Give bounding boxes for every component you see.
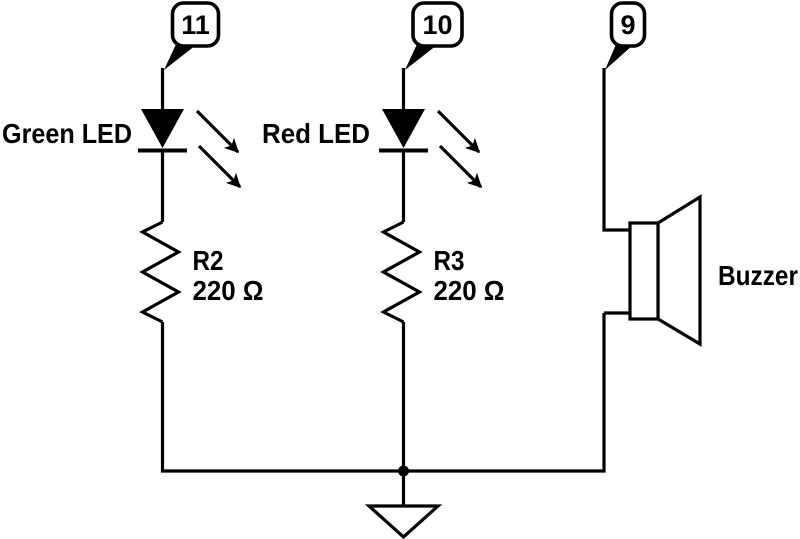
resistor-r2-name-label: R2 xyxy=(193,245,224,276)
ground-symbol xyxy=(364,471,443,539)
wire-ground-rail xyxy=(160,313,606,473)
pin-9-callout-box xyxy=(609,1,647,48)
pin-9-callout: 9 xyxy=(605,1,647,70)
pin-9-label: 9 xyxy=(620,10,635,40)
pin-11-callout: 11 xyxy=(164,1,221,70)
buzzer-label: Buzzer xyxy=(718,260,798,291)
buzzer-cone xyxy=(656,194,702,347)
ground-triangle xyxy=(364,504,443,539)
resistor-r3-name-label: R3 xyxy=(434,245,465,276)
resistor-r2-symbol xyxy=(139,220,182,324)
pin-9-callout-pointer xyxy=(605,42,633,70)
resistor-r2-value-label: 220 Ω xyxy=(193,275,264,306)
green-led-label: Green LED xyxy=(2,118,132,149)
red-led-symbol xyxy=(379,109,483,189)
buzzer-symbol xyxy=(628,194,702,347)
red-led-triangle xyxy=(382,109,425,148)
green-led-triangle xyxy=(141,109,184,148)
red-led-label: Red LED xyxy=(262,118,370,149)
pin-11-callout-box xyxy=(170,1,221,48)
green-led-emission-arrow xyxy=(195,109,240,154)
pin-10-callout: 10 xyxy=(405,1,464,70)
pin-11-label: 11 xyxy=(181,10,210,40)
green-led-symbol xyxy=(138,109,242,189)
red-led-emission-arrow xyxy=(436,109,481,154)
pin-10-callout-box xyxy=(411,1,464,48)
pin-11-callout-pointer xyxy=(164,42,196,70)
green-led-emission-arrow xyxy=(197,144,242,189)
resistor-r3-value-label: 220 Ω xyxy=(434,275,505,306)
pin-10-label: 10 xyxy=(422,10,452,40)
buzzer-body xyxy=(628,221,660,321)
wire-pin9-to-buzzer xyxy=(602,68,630,232)
red-led-emission-arrow xyxy=(438,144,483,189)
resistor-r3-symbol xyxy=(380,220,423,324)
pin-10-callout-pointer xyxy=(405,42,437,70)
